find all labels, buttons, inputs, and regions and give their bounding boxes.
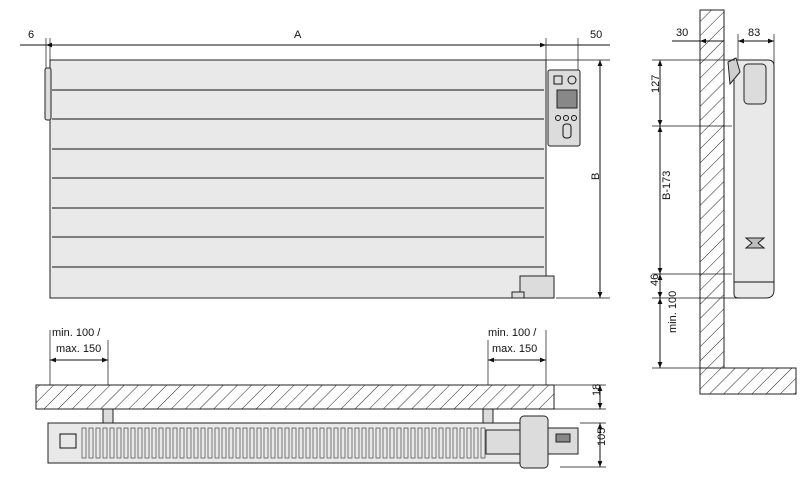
bottom-connector (511, 275, 555, 299)
fin (410, 427, 416, 459)
fin (431, 427, 437, 459)
control-box-top (519, 415, 549, 469)
fin (249, 427, 255, 459)
front-panel-grooves (52, 89, 544, 268)
dim-30-label: 30 (676, 27, 688, 39)
dim-18-label: 18 (591, 384, 603, 396)
floor-section (699, 367, 797, 395)
fin (214, 427, 220, 459)
radiator-fins (81, 427, 486, 459)
right-bracket (482, 408, 494, 424)
fin (123, 427, 129, 459)
fin (361, 427, 367, 459)
fin (263, 427, 269, 459)
fin (207, 427, 213, 459)
front-view: 6 A 50 (20, 29, 610, 299)
dim-min100-vertical-label: min. 100 (667, 291, 679, 333)
fin (305, 427, 311, 459)
fin (200, 427, 206, 459)
fin (438, 427, 444, 459)
fin (368, 427, 374, 459)
fin (452, 427, 458, 459)
fin (298, 427, 304, 459)
fin (403, 427, 409, 459)
fin (88, 427, 94, 459)
side-view: 30 83 127 B-173 46 min. 100 (649, 9, 797, 395)
fin (326, 427, 332, 459)
fin (277, 427, 283, 459)
dim-127-label: 127 (650, 75, 662, 93)
fin (354, 427, 360, 459)
fin (179, 427, 185, 459)
wall-section (699, 9, 725, 369)
fin (151, 427, 157, 459)
fin (221, 427, 227, 459)
fin (340, 427, 346, 459)
dim-105-label: 105 (596, 428, 608, 446)
fin (109, 427, 115, 459)
fin (417, 427, 423, 459)
dim-50-label: 50 (590, 29, 602, 41)
right-min-label: min. 100 / (488, 327, 537, 339)
fin (291, 427, 297, 459)
fin (130, 427, 136, 459)
fin (95, 427, 101, 459)
fin (424, 427, 430, 459)
fin (333, 427, 339, 459)
fin (480, 427, 486, 459)
fin (382, 427, 388, 459)
dim-b173-label: B-173 (661, 171, 673, 200)
radiator-side-profile (724, 57, 775, 299)
fin (284, 427, 290, 459)
fin (312, 427, 318, 459)
wall-strip-top (35, 384, 555, 410)
left-max-label: max. 150 (56, 343, 101, 355)
top-view: min. 100 / max. 150 min. 100 / max. 150 … (35, 327, 608, 469)
fin (389, 427, 395, 459)
fin (319, 427, 325, 459)
fin (172, 427, 178, 459)
fin (445, 427, 451, 459)
fin (81, 427, 87, 459)
fin (102, 427, 108, 459)
fin (228, 427, 234, 459)
fin (158, 427, 164, 459)
control-unit (547, 69, 581, 147)
fin (116, 427, 122, 459)
fin (473, 427, 479, 459)
fin (235, 427, 241, 459)
fin (165, 427, 171, 459)
fin (466, 427, 472, 459)
radiator-front-body (49, 59, 547, 299)
dim-b-label: B (590, 173, 602, 180)
dim-6-label: 6 (28, 29, 34, 41)
fin (270, 427, 276, 459)
fin (256, 427, 262, 459)
fin (242, 427, 248, 459)
fin (396, 427, 402, 459)
fin (137, 427, 143, 459)
valve-block (485, 429, 521, 455)
dim-83-label: 83 (748, 27, 760, 39)
dim-a-label: A (294, 29, 302, 41)
right-max-label: max. 150 (492, 343, 537, 355)
fin (375, 427, 381, 459)
dim-46-label: 46 (649, 274, 661, 286)
fin (193, 427, 199, 459)
radiator-left-cap (44, 67, 52, 121)
fin (186, 427, 192, 459)
fin (459, 427, 465, 459)
left-min-label: min. 100 / (52, 327, 101, 339)
fin (144, 427, 150, 459)
left-bracket (102, 408, 114, 424)
fin (347, 427, 353, 459)
